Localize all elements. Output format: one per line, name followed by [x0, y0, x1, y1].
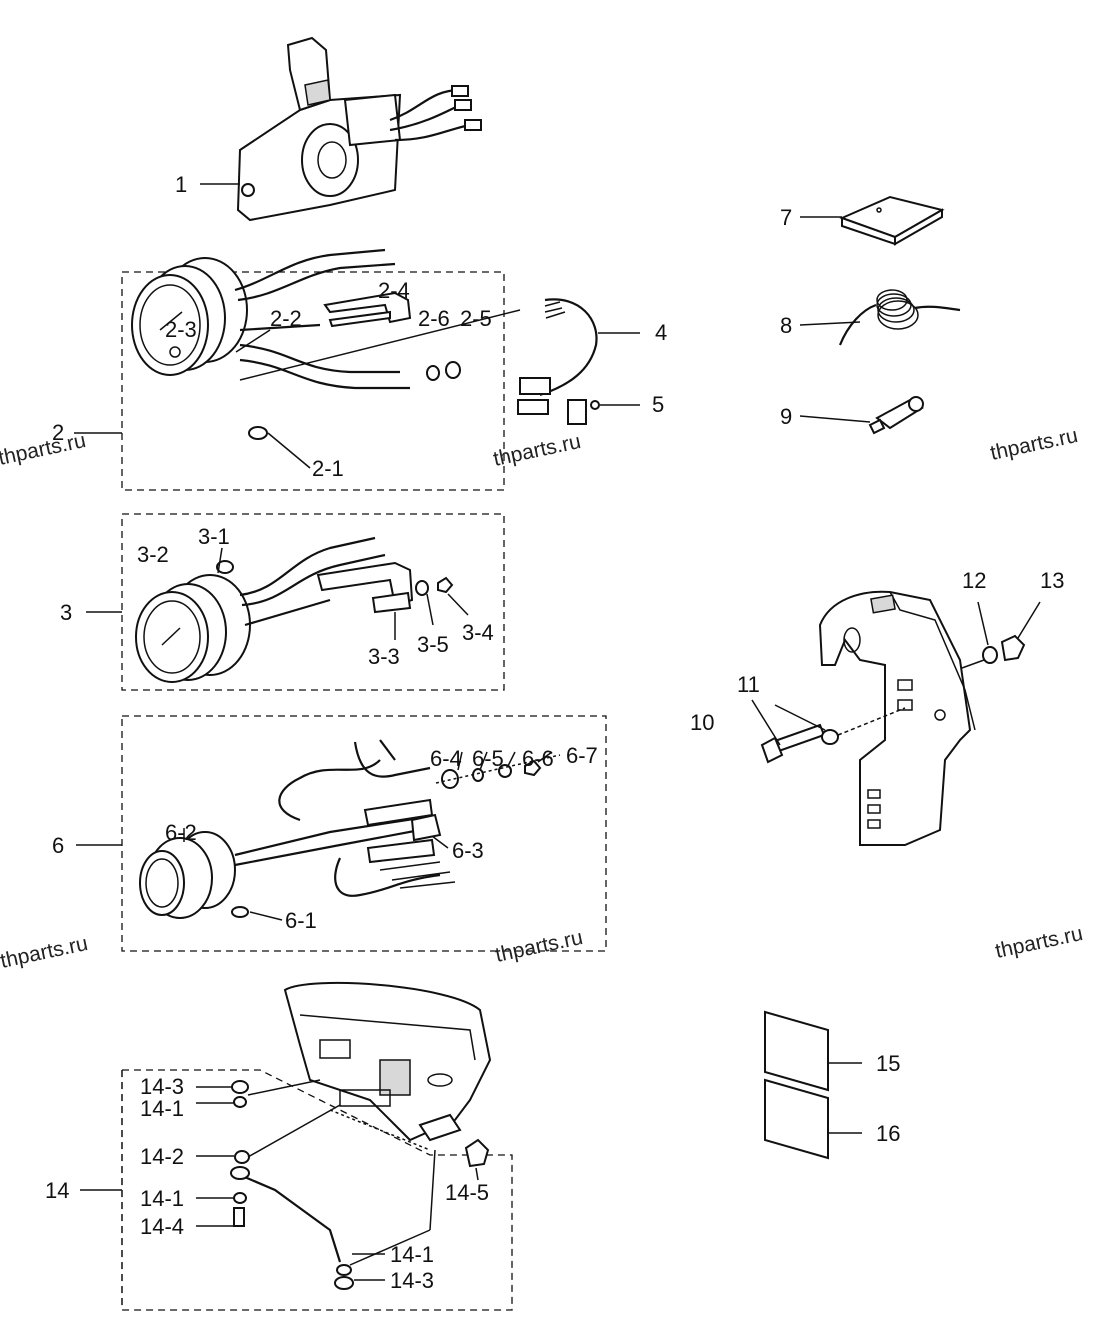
- label-16: [764, 1078, 829, 1160]
- watermark: thparts.ru: [993, 922, 1085, 963]
- callout-6-4: 6-4: [430, 746, 462, 771]
- callout-16: 16: [876, 1121, 900, 1146]
- callout-14-3-bottom: 14-3: [390, 1268, 434, 1293]
- group-6-box: [121, 715, 607, 952]
- callout-5: 5: [652, 392, 664, 417]
- group-14-box: [121, 1069, 513, 1311]
- remote-control-box: [236, 36, 482, 222]
- callout-6-2: 6-2: [165, 820, 197, 845]
- watermark: thparts.ru: [491, 430, 583, 471]
- callout-3-1: 3-1: [198, 524, 230, 549]
- callout-6-5: 6-5: [472, 746, 504, 771]
- callout-2: 2: [52, 420, 64, 445]
- callout-6: 6: [52, 833, 64, 858]
- callout-14-2: 14-2: [140, 1144, 184, 1169]
- clamp-bracket: [818, 590, 976, 846]
- watermark: thparts.ru: [493, 926, 585, 967]
- engine-housing-14: [283, 981, 492, 1142]
- callout-14-1-mid: 14-1: [140, 1186, 184, 1211]
- callout-3-4: 3-4: [462, 620, 494, 645]
- callout-11: 11: [737, 672, 760, 697]
- watermark: thparts.ru: [0, 429, 88, 470]
- callout-6-6: 6-6: [522, 746, 554, 771]
- callout-2-6: 2-6: [418, 306, 450, 331]
- callout-9: 9: [780, 404, 792, 429]
- callout-2-2: 2-2: [270, 306, 302, 331]
- callout-6-3: 6-3: [452, 838, 484, 863]
- tachometer-2-3: [131, 257, 248, 376]
- callout-2-4: 2-4: [378, 278, 410, 303]
- callout-7: 7: [780, 205, 792, 230]
- callout-2-5: 2-5: [460, 306, 492, 331]
- callout-1: 1: [175, 172, 187, 197]
- callout-12: 12: [962, 568, 986, 593]
- callout-10: 10: [690, 710, 714, 735]
- watermark: thparts.ru: [0, 932, 90, 973]
- callout-6-7: 6-7: [566, 743, 598, 768]
- callout-13: 13: [1040, 568, 1064, 593]
- callout-labels: 1 2 2-1 2-2 2-3 2-4 2-5 2-6 3 3-1 3-2 3-…: [45, 172, 1064, 1293]
- callout-3-2: 3-2: [137, 542, 169, 567]
- callout-2-3: 2-3: [165, 317, 197, 342]
- callout-14: 14: [45, 1178, 69, 1203]
- callout-3-3: 3-3: [368, 644, 400, 669]
- callout-6-1: 6-1: [285, 908, 317, 933]
- callout-2-1: 2-1: [312, 456, 344, 481]
- callout-14-5: 14-5: [445, 1180, 489, 1205]
- callout-14-1-bottom: 14-1: [390, 1242, 434, 1267]
- group-3-box: [121, 513, 505, 691]
- watermark: thparts.ru: [988, 424, 1080, 465]
- callout-14-3-top: 14-3: [140, 1074, 184, 1099]
- callout-14-4: 14-4: [140, 1214, 184, 1239]
- callout-14-1-top: 14-1: [140, 1096, 184, 1121]
- callout-8: 8: [780, 313, 792, 338]
- label-15: [764, 1010, 829, 1092]
- spring-8: [838, 289, 961, 346]
- callout-3: 3: [60, 600, 72, 625]
- callout-4: 4: [655, 320, 667, 345]
- callout-15: 15: [876, 1051, 900, 1076]
- callout-3-5: 3-5: [417, 632, 449, 657]
